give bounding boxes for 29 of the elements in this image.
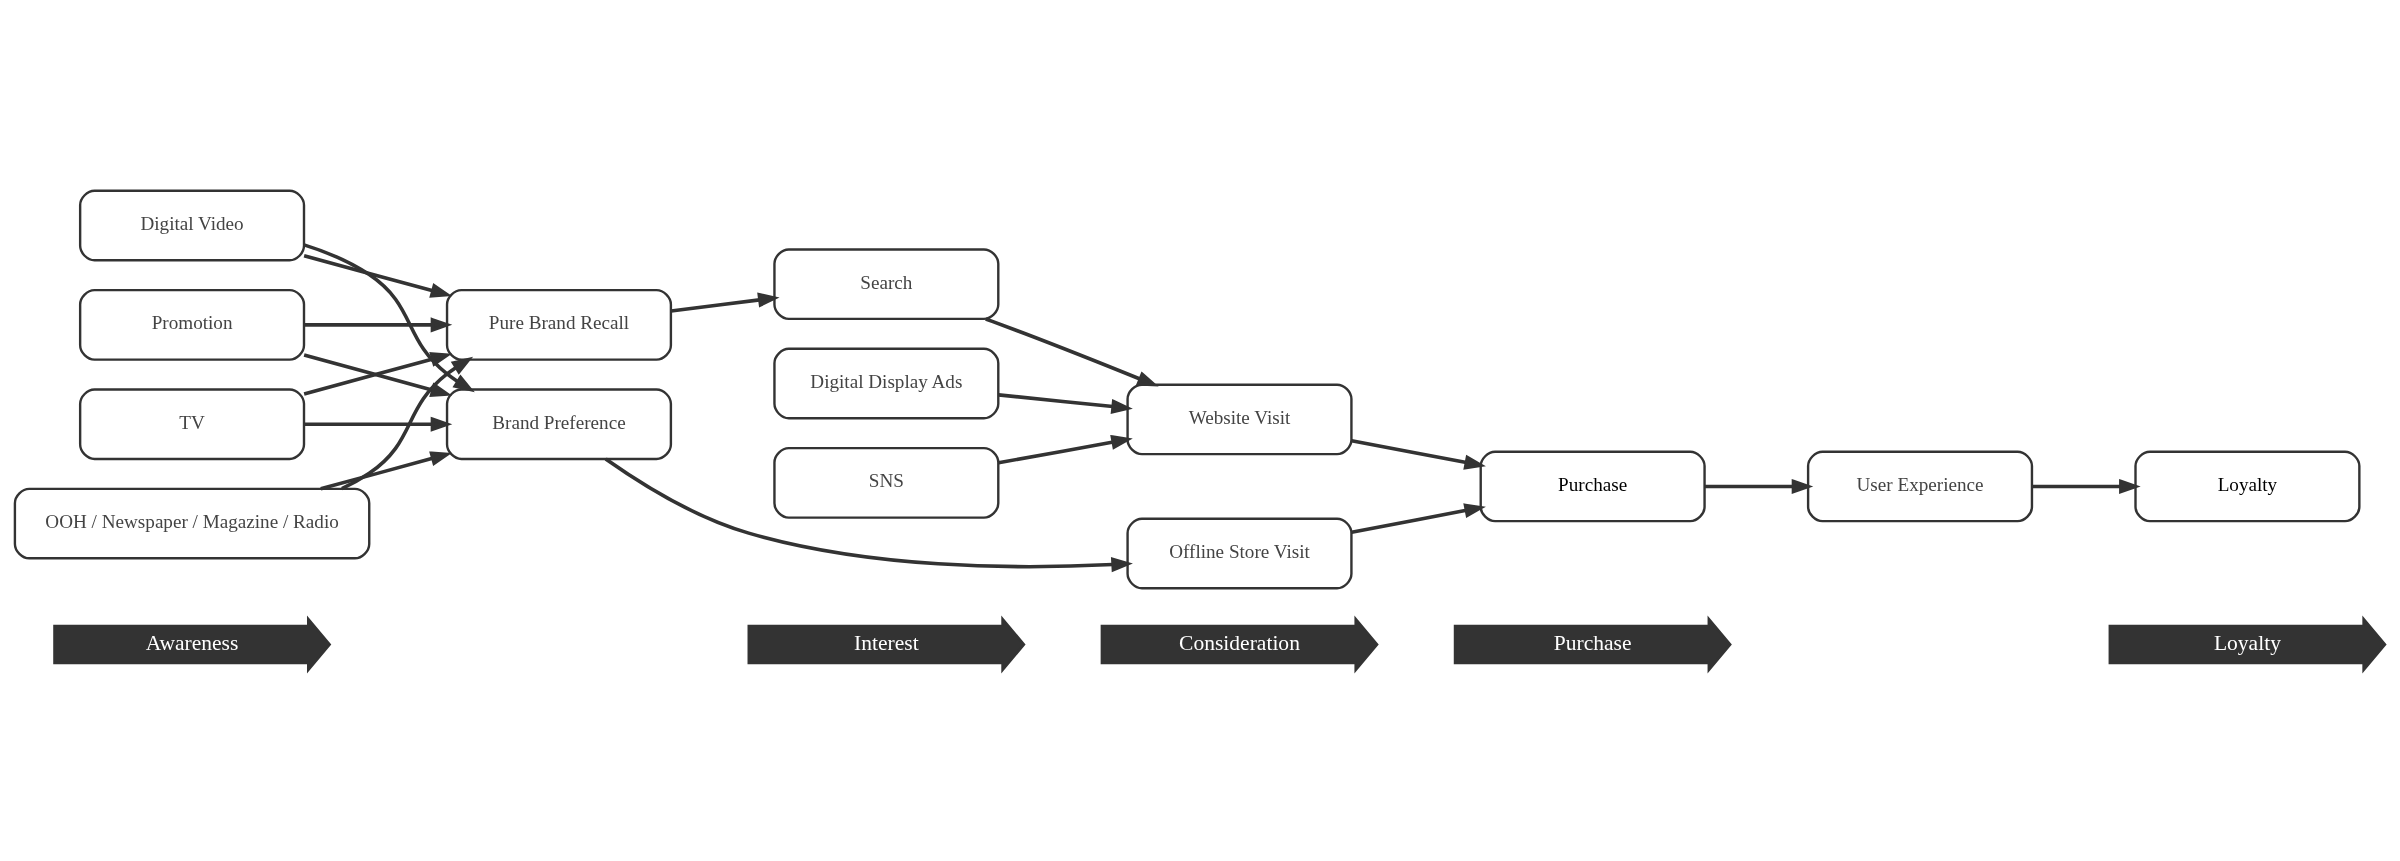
node-box: Offline Store Visit xyxy=(1126,517,1353,590)
node-box: SNS xyxy=(773,446,1000,519)
arrow xyxy=(2032,478,2141,495)
node-box: User Experience xyxy=(1806,450,2034,523)
node-box: Loyalty xyxy=(2134,450,2361,523)
arrow xyxy=(998,393,1133,414)
arrow xyxy=(304,317,453,333)
arrow xyxy=(998,434,1133,465)
arrow xyxy=(1704,478,1814,495)
node-box: Pure Brand Recall xyxy=(445,288,673,361)
node-box: Purchase xyxy=(1479,450,1706,523)
node-box: Promotion xyxy=(78,288,306,361)
arrow xyxy=(303,243,475,393)
arrow xyxy=(604,457,1133,573)
node-box: OOH / Newspaper / Magazine / Radio xyxy=(13,487,371,560)
node-box: Brand Preference xyxy=(445,388,673,461)
node-box: Website Visit xyxy=(1126,383,1353,456)
arrow xyxy=(320,451,452,491)
arrow xyxy=(304,416,453,432)
arrow xyxy=(985,317,1159,387)
arrow xyxy=(1351,503,1486,535)
node-box: Search xyxy=(773,248,1000,321)
arrow xyxy=(1351,438,1486,470)
arrow xyxy=(670,292,780,313)
arrow xyxy=(341,356,474,491)
node-box: TV xyxy=(78,388,306,461)
node-box: Digital Video xyxy=(78,189,306,262)
node-box: Digital Display Ads xyxy=(773,347,1000,420)
arrow xyxy=(303,254,453,298)
